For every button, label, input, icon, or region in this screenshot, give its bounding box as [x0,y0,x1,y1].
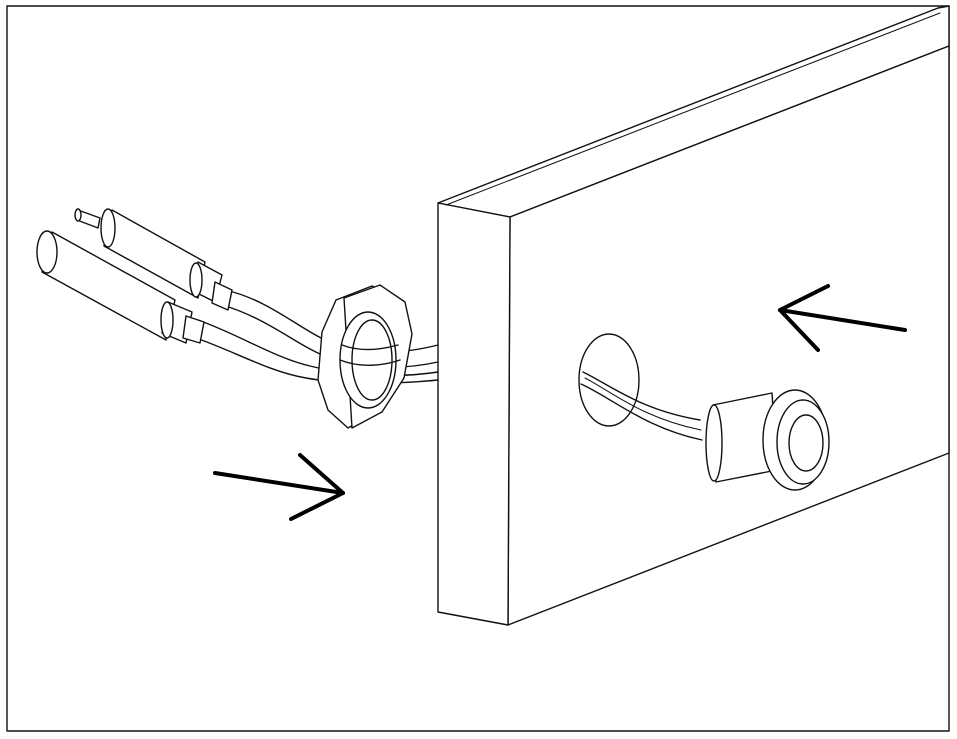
arrow-right [213,453,345,521]
arrow-left [778,284,907,352]
connector-plug-upper [74,208,233,311]
board-hole [578,333,703,441]
hex-nut [317,284,413,429]
sensor-head [705,389,830,491]
board-panel [437,5,950,626]
connector-plug-lower [36,230,205,344]
